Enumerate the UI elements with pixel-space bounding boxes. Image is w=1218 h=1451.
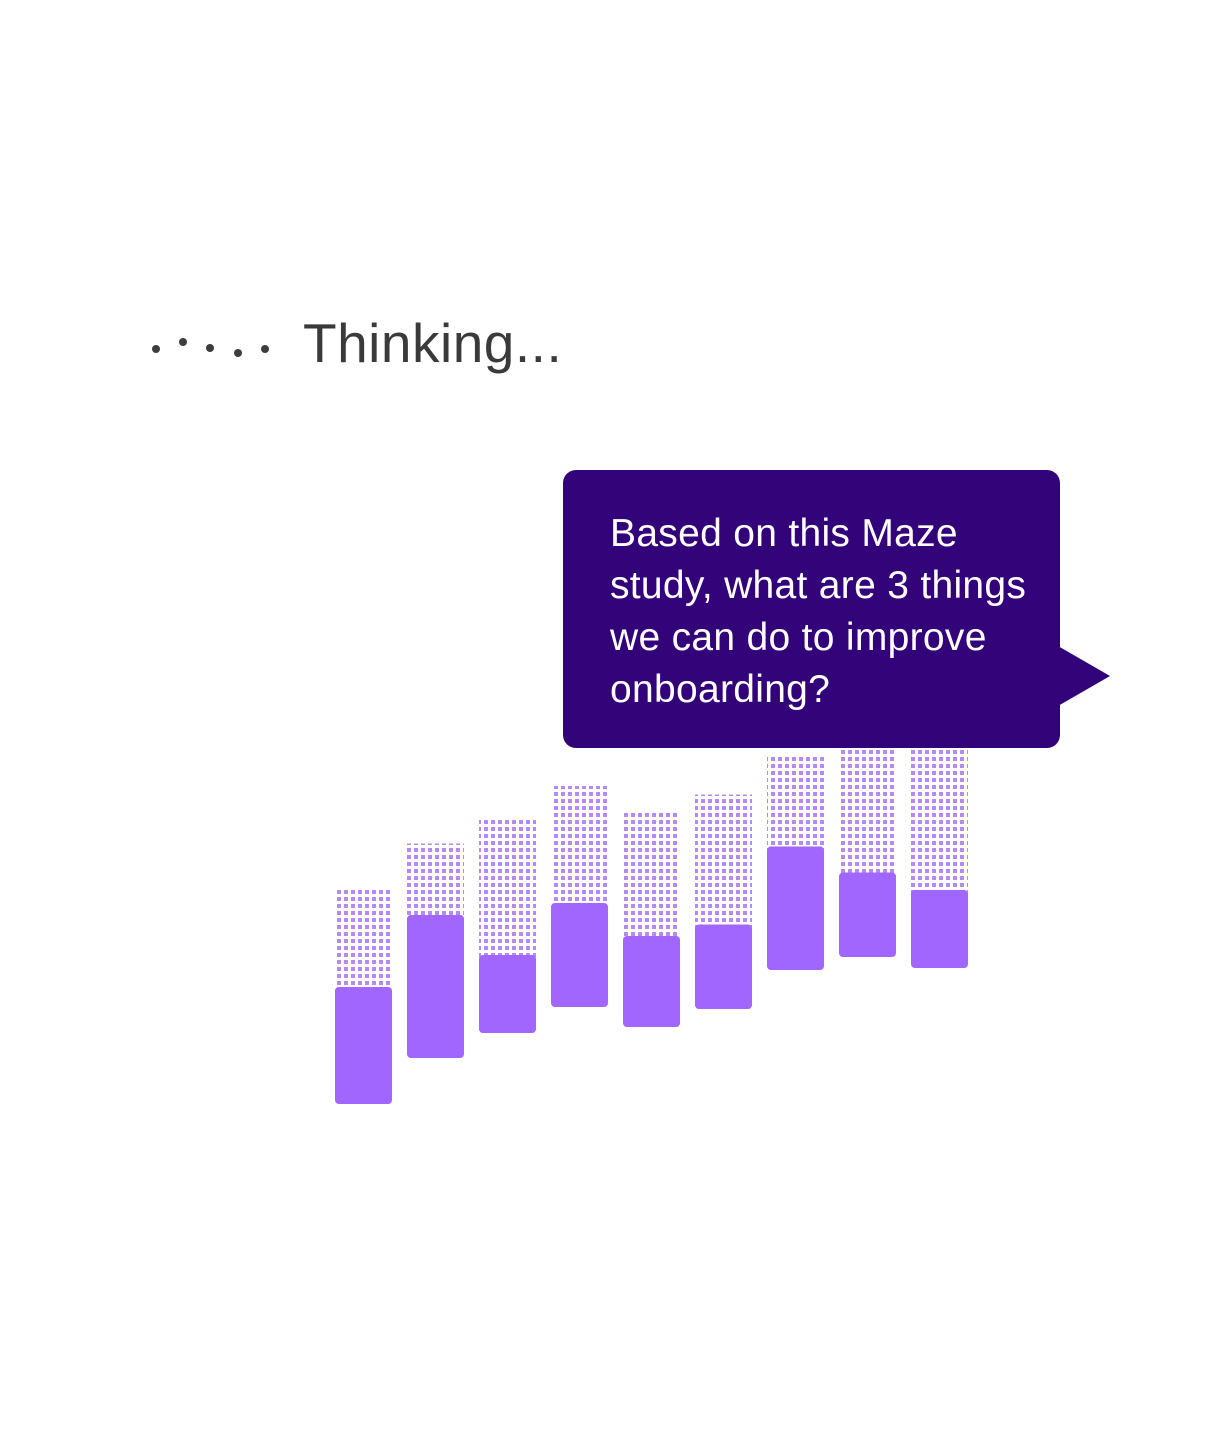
bar-dotted-segment <box>767 755 824 851</box>
loading-dot <box>152 345 160 353</box>
thinking-indicator: Thinking... <box>150 308 562 378</box>
prompt-speech-bubble: Based on this Maze study, what are 3 thi… <box>563 470 1110 748</box>
bar-solid-segment <box>767 846 824 970</box>
bar-dotted-segment <box>551 786 608 907</box>
speech-bubble-tail <box>1058 646 1110 706</box>
bar-solid-segment <box>839 872 896 957</box>
bar-solid-segment <box>407 915 464 1058</box>
bar-solid-segment <box>551 903 608 1007</box>
bar-dotted-segment <box>407 843 464 919</box>
bar-solid-segment <box>335 987 392 1104</box>
loading-dot <box>206 344 214 352</box>
bar-dotted-segment <box>839 749 896 877</box>
bar-solid-segment <box>623 936 680 1027</box>
loading-dot <box>234 349 242 357</box>
bar-dotted-segment <box>695 794 752 929</box>
bar-dotted-segment <box>911 747 968 894</box>
bar-solid-segment <box>479 955 536 1033</box>
loading-dot <box>261 345 269 353</box>
bar-solid-segment <box>695 924 752 1009</box>
thinking-label: Thinking... <box>303 312 563 374</box>
loading-dots-icon <box>150 308 280 378</box>
prompt-text: Based on this Maze study, what are 3 thi… <box>610 512 1027 711</box>
bar-dotted-segment <box>335 889 392 991</box>
loading-dot <box>179 338 187 346</box>
bar-dotted-segment <box>479 818 536 959</box>
bar-dotted-segment <box>623 812 680 940</box>
bar-solid-segment <box>911 890 968 968</box>
